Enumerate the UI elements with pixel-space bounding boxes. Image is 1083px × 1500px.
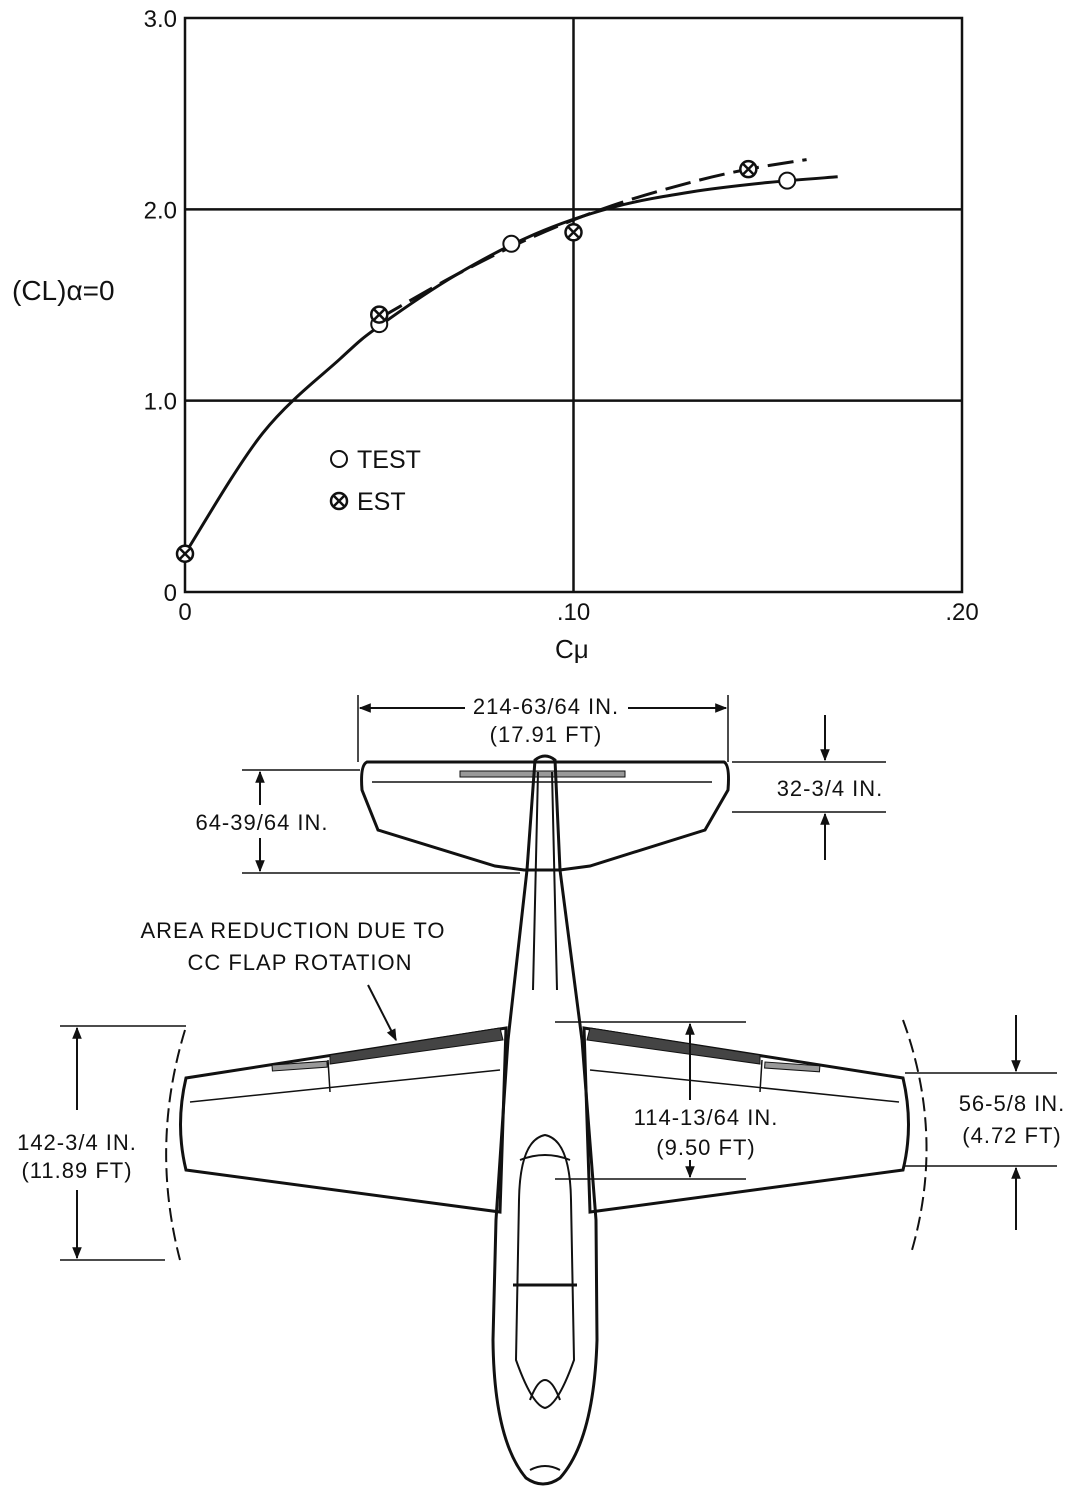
est-point (370, 305, 389, 324)
right-wing (582, 1026, 910, 1214)
legend-est-label: EST (357, 488, 406, 516)
x-tick-labels: 0 .10 .20 (178, 599, 978, 626)
root-chord-ft-label: (11.89 FT) (21, 1158, 132, 1183)
lift-coefficient-chart: 0 1.0 2.0 3.0 0 .10 .20 (CL)α=0 Cμ TEST EST (12, 6, 979, 664)
y-tick-labels: 0 1.0 2.0 3.0 (144, 6, 177, 607)
y-tick-label: 3.0 (144, 6, 177, 33)
test-point (502, 234, 521, 253)
x-tick-label: .10 (557, 599, 590, 626)
tail-span-ft-label: (17.91 FT) (490, 722, 603, 747)
test-curve (183, 175, 838, 555)
nose-windshield (529, 1379, 561, 1401)
annotation-line-1: AREA REDUCTION DUE TO (140, 918, 445, 943)
annotation-arrow (367, 984, 397, 1042)
y-tick-label: 0 (164, 580, 177, 607)
fuselage (491, 754, 599, 1486)
right-propeller-arc (902, 1019, 928, 1251)
mid-chord-ft-label: (9.50 FT) (656, 1135, 755, 1160)
left-aileron-tab (271, 1060, 328, 1072)
canopy (514, 1133, 576, 1410)
legend: TEST EST (329, 446, 421, 516)
y-tick-label: 1.0 (144, 389, 177, 416)
right-aileron-tab (764, 1061, 821, 1073)
tail-offset-label: 64-39/64 IN. (195, 810, 328, 835)
gridlines (185, 18, 962, 592)
tip-chord-label: 56-5/8 IN. (959, 1091, 1066, 1116)
est-point (739, 159, 758, 179)
x-tick-label: .20 (945, 599, 978, 626)
left-flap-area-reduction (329, 1027, 504, 1065)
right-wing-flap-line (589, 1069, 900, 1103)
est-point (564, 223, 583, 242)
right-flap-divider (759, 1059, 763, 1093)
fuselage-spine (532, 771, 558, 991)
canopy-rear-frame (519, 1154, 571, 1161)
elevator-trim-tab (459, 770, 626, 778)
nose-tip (529, 1465, 561, 1471)
est-point (175, 544, 195, 563)
tip-chord-ft-label: (4.72 FT) (962, 1123, 1061, 1148)
tail-span-label: 214-63/64 IN. (473, 694, 619, 719)
y-axis-label: (CL)α=0 (12, 275, 115, 306)
curves (183, 158, 838, 555)
right-flap-area-reduction (586, 1027, 761, 1065)
annotation-line-2: CC FLAP ROTATION (187, 950, 412, 975)
x-tick-label: 0 (178, 599, 191, 626)
data-markers (175, 159, 797, 563)
legend-test-label: TEST (357, 446, 421, 474)
mid-chord-label: 114-13/64 IN. (634, 1105, 779, 1130)
left-propeller-arc (165, 1029, 186, 1261)
aircraft-planform-diagram: 214-63/64 IN. (17.91 FT) 32-3/4 IN. 64-3… (17, 694, 1066, 1486)
test-point (778, 171, 797, 190)
left-flap-divider (327, 1059, 331, 1093)
est-curve (378, 158, 807, 320)
horizontal-tail (360, 760, 730, 872)
left-wing (179, 1026, 508, 1214)
root-chord-label: 142-3/4 IN. (17, 1130, 137, 1155)
left-wing-flap-line (189, 1069, 501, 1103)
y-tick-label: 2.0 (144, 197, 177, 224)
tail-chord-label: 32-3/4 IN. (777, 776, 884, 801)
x-axis-label: Cμ (555, 634, 589, 664)
legend-est-marker (329, 491, 349, 511)
legend-test-marker (330, 450, 348, 468)
